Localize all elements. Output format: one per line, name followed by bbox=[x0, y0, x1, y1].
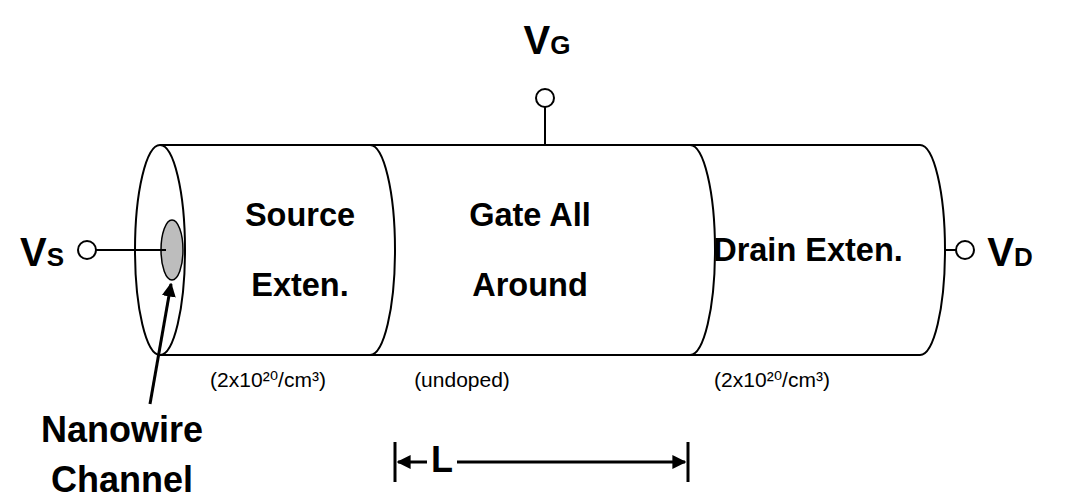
dimension-tick bbox=[394, 442, 397, 482]
gate-region: Gate All Around bbox=[410, 150, 650, 350]
terminal-name: VD bbox=[987, 232, 1032, 272]
doping-note: (2x10²⁰/cm³) bbox=[714, 368, 830, 392]
region-label: Source Exten. bbox=[210, 180, 390, 320]
region-label: Gate All Around bbox=[410, 180, 650, 320]
source-terminal bbox=[78, 241, 96, 259]
region-label: Drain Exten. bbox=[713, 215, 903, 285]
dimension-label: L bbox=[427, 442, 457, 478]
drain-terminal bbox=[956, 241, 974, 259]
terminal-name: VG bbox=[524, 20, 571, 60]
leader-arrow bbox=[150, 284, 171, 404]
gate-terminal bbox=[536, 89, 554, 107]
section-divider bbox=[690, 145, 715, 355]
gate-wire bbox=[544, 107, 546, 145]
cylinder-body bbox=[160, 145, 945, 355]
section-divider bbox=[370, 145, 395, 355]
source-extension: Source Exten. bbox=[210, 150, 390, 350]
drain-wire bbox=[945, 249, 956, 251]
doping-note: (2x10²⁰/cm³) bbox=[210, 368, 326, 392]
drain-extension: Drain Exten. bbox=[713, 150, 903, 350]
source-wire bbox=[96, 249, 166, 251]
callout-label: Nanowire Channel bbox=[7, 405, 237, 500]
dimension-tick bbox=[687, 442, 690, 482]
terminal-name: VS bbox=[20, 232, 64, 272]
doping-note: (undoped) bbox=[414, 368, 510, 392]
